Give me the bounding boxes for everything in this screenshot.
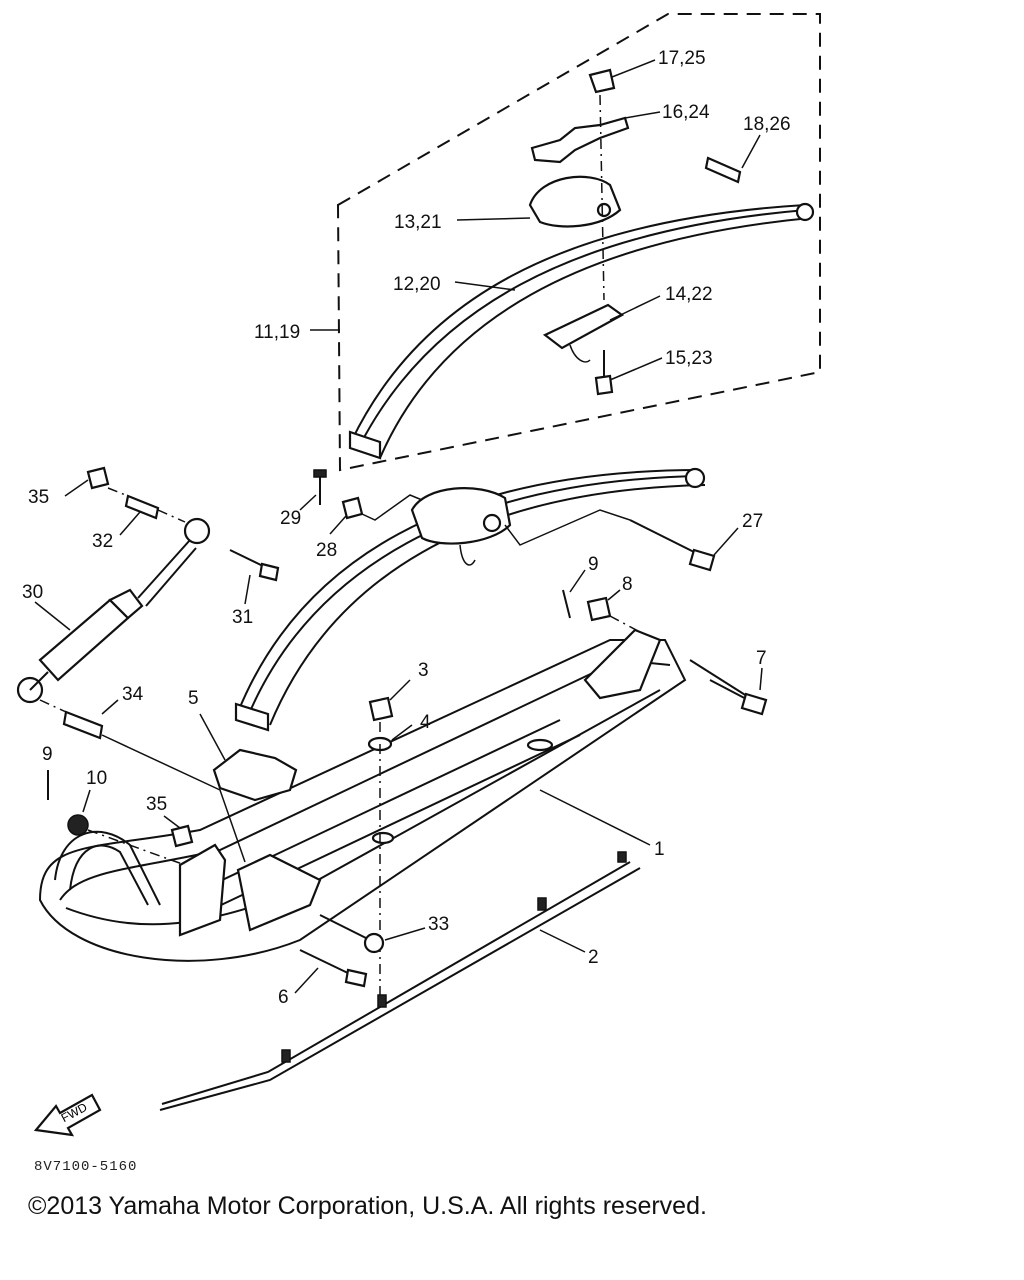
document-code: 8V7100-5160 <box>34 1159 138 1175</box>
label-18-26: 18,26 <box>743 114 791 135</box>
lower-leaf-spring <box>234 467 706 732</box>
leader-lines <box>34 59 763 994</box>
label-28: 28 <box>316 540 337 561</box>
label-29: 29 <box>280 508 301 529</box>
upper-leaf-spring <box>348 202 815 460</box>
nut-35-lower <box>170 824 194 848</box>
label-34: 34 <box>122 684 144 705</box>
label-35-top: 35 <box>28 487 49 508</box>
label-6: 6 <box>278 987 289 1008</box>
label-1: 1 <box>654 839 665 860</box>
label-32: 32 <box>92 531 113 552</box>
shock-absorber <box>16 517 211 704</box>
label-27: 27 <box>742 511 763 532</box>
label-17-25: 17,25 <box>658 48 706 69</box>
bolt-31 <box>229 549 280 582</box>
label-30: 30 <box>22 582 43 603</box>
bolt-27 <box>504 509 716 572</box>
wear-runner <box>159 851 641 1111</box>
nut-3 <box>368 696 394 722</box>
fwd-arrow-icon: FWD <box>33 1093 102 1137</box>
bolt-33 <box>319 914 385 954</box>
label-5: 5 <box>188 688 199 709</box>
label-11-19: 11,19 <box>254 322 300 343</box>
label-3: 3 <box>418 660 429 681</box>
label-12-20: 12,20 <box>393 274 441 295</box>
spring-plate <box>542 303 625 350</box>
bolt-plate <box>594 374 614 396</box>
label-9-left: 9 <box>42 744 53 765</box>
part-labels: 17,25 16,24 18,26 13,21 12,20 14,22 11,1… <box>22 48 791 1008</box>
spacer-32 <box>124 494 160 520</box>
label-33: 33 <box>428 914 449 935</box>
lower-spring-seat <box>410 487 512 545</box>
nut-28 <box>341 496 364 520</box>
spring-seat <box>528 175 622 228</box>
label-7: 7 <box>756 648 767 669</box>
cotter-pin-9-right <box>562 589 571 619</box>
copyright-notice: ©2013 Yamaha Motor Corporation, U.S.A. A… <box>28 1192 707 1220</box>
collar-10 <box>67 814 89 836</box>
spring-bushing <box>704 156 742 184</box>
label-9-right: 9 <box>588 554 599 575</box>
bolt-6 <box>299 949 368 988</box>
label-2: 2 <box>588 947 599 968</box>
label-15-23: 15,23 <box>665 348 713 369</box>
label-16-24: 16,24 <box>662 102 710 123</box>
label-31: 31 <box>232 607 253 628</box>
ski <box>38 628 687 962</box>
label-4: 4 <box>420 712 431 733</box>
nut-8 <box>586 596 612 622</box>
label-10: 10 <box>86 768 107 789</box>
nut-35-top <box>86 466 110 490</box>
spacer-34 <box>62 710 104 740</box>
label-13-21: 13,21 <box>394 212 442 233</box>
bolt-29 <box>313 469 327 505</box>
bolt-7 <box>689 659 768 716</box>
spring-clamp <box>530 116 630 164</box>
label-14-22: 14,22 <box>665 284 713 305</box>
nut-top <box>588 68 616 94</box>
label-35-lower: 35 <box>146 794 167 815</box>
label-8: 8 <box>622 574 633 595</box>
retainer-5 <box>212 748 298 802</box>
